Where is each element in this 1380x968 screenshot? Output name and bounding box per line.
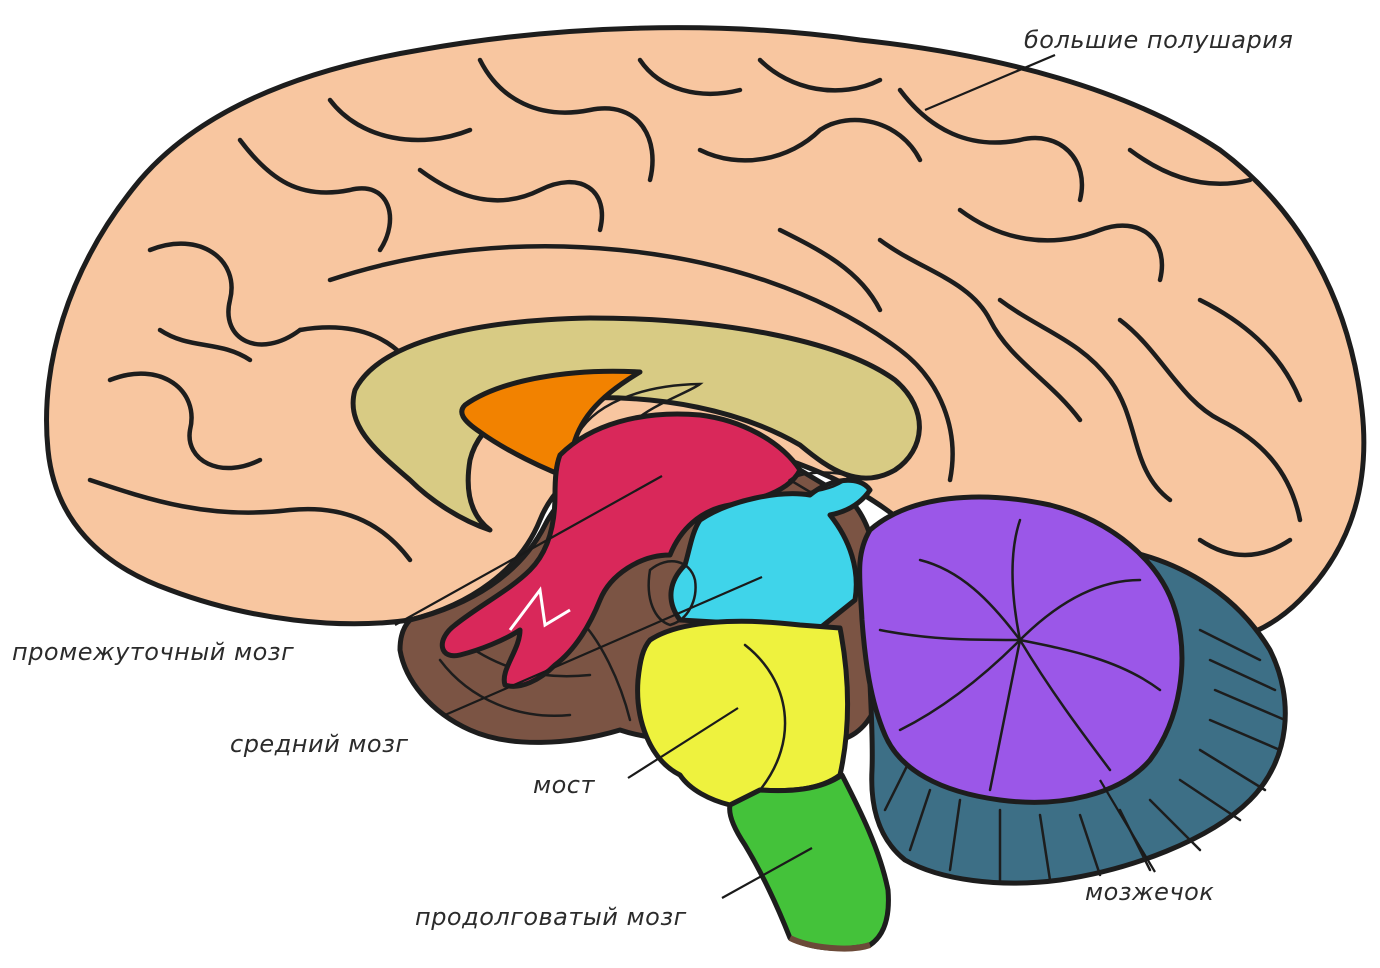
label-cerebellum: мозжечок xyxy=(1085,878,1214,906)
label-diencephalon: промежуточный мозг xyxy=(12,638,294,666)
label-pons: мост xyxy=(533,771,595,799)
label-midbrain: средний мозг xyxy=(230,730,408,758)
label-medulla: продолговатый мозг xyxy=(415,903,687,931)
medulla-region xyxy=(730,775,889,949)
pons-region xyxy=(638,621,848,805)
label-cerebrum: большие полушария xyxy=(1024,26,1293,54)
